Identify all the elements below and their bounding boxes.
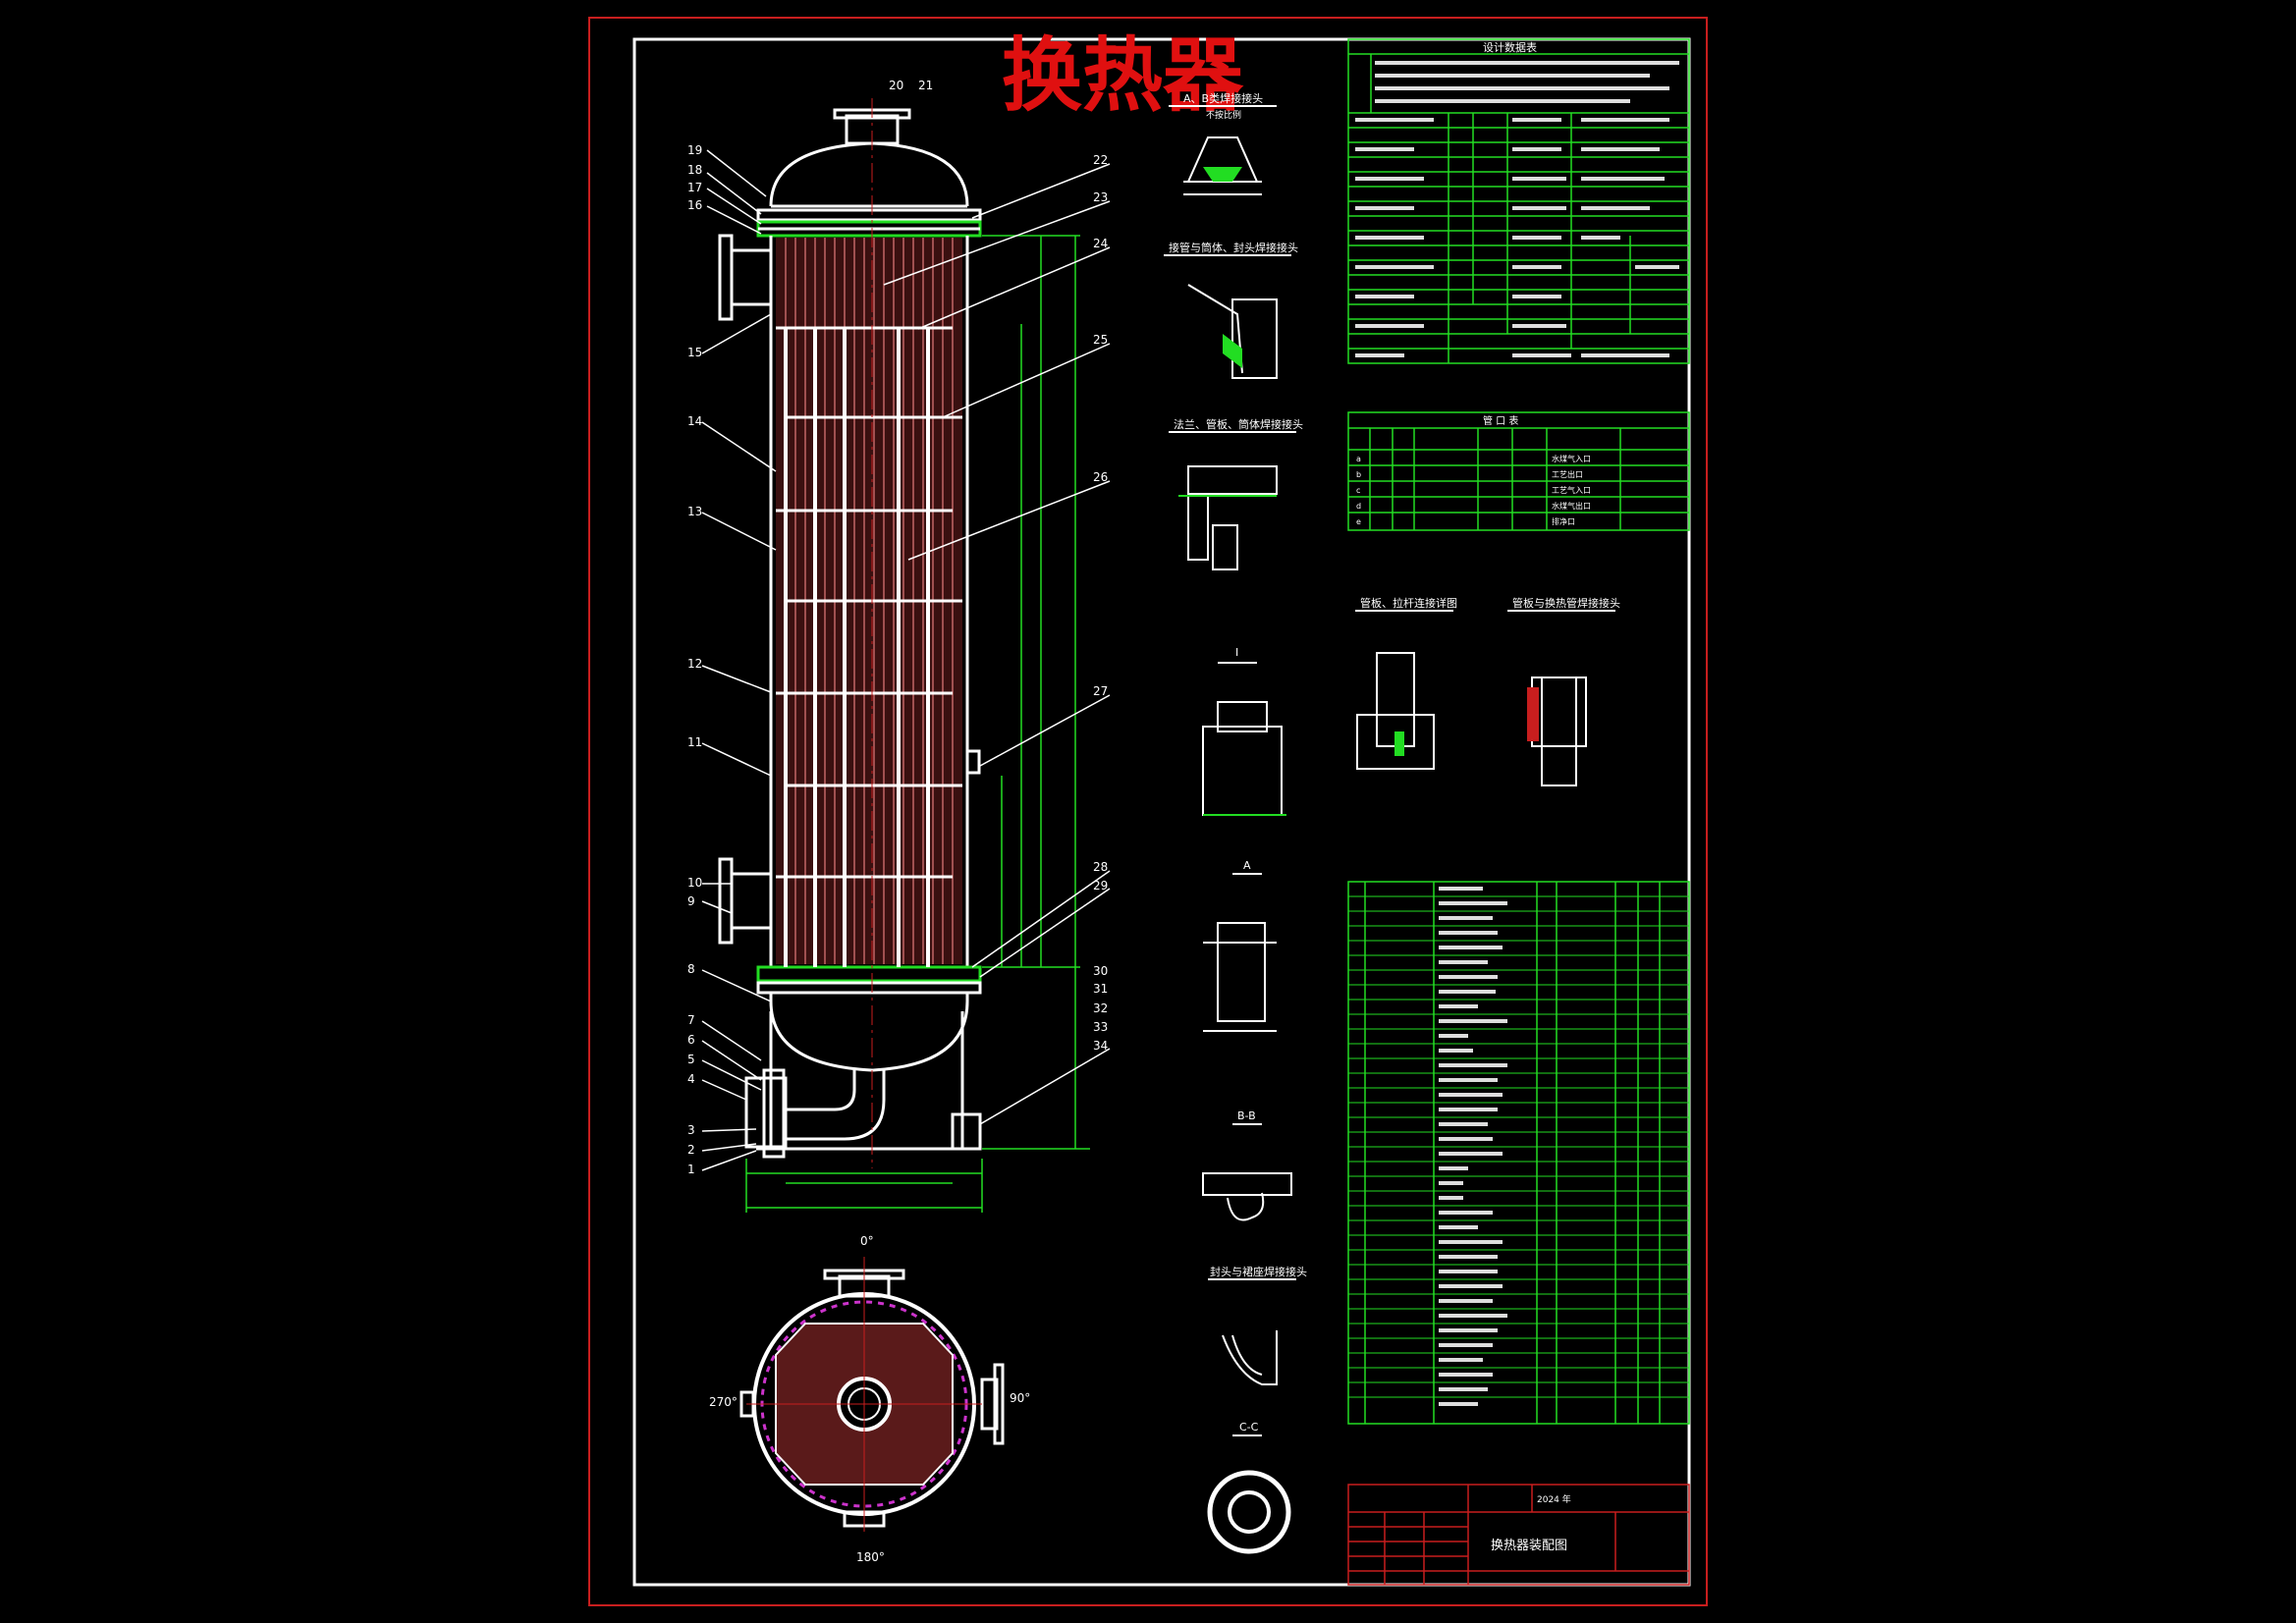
item-16: 16 — [687, 198, 702, 212]
item-3: 3 — [687, 1123, 695, 1137]
design-table-header: 设计数据表 — [1483, 40, 1537, 54]
label-section-a: A — [1243, 859, 1251, 872]
item-2: 2 — [687, 1143, 695, 1157]
item-19: 19 — [687, 143, 702, 157]
item-numbers-left: 19 18 17 16 15 14 13 12 11 10 9 8 7 6 5 … — [687, 143, 702, 1176]
nozzle-service: 水煤气出口 — [1552, 501, 1591, 511]
parts-list — [1347, 881, 1690, 1425]
item-30: 30 — [1093, 964, 1108, 978]
item-15: 15 — [687, 346, 702, 359]
item-20: 20 — [889, 79, 903, 92]
design-table-text — [1355, 61, 1679, 357]
drawing-title: 换热器 — [1002, 28, 1244, 123]
item-18: 18 — [687, 163, 702, 177]
leader-lines — [701, 149, 1111, 1171]
plan-view: 0° 270° 90° 180° — [709, 1234, 1030, 1564]
label-flange: 法兰、管板、筒体焊接接头 — [1174, 417, 1303, 431]
item-14: 14 — [687, 414, 702, 428]
nozzle-symbol: a — [1356, 455, 1361, 463]
nozzle-service: 水煤气入口 — [1552, 454, 1591, 463]
angle-180: 180° — [856, 1550, 885, 1564]
nozzle-service: 排净口 — [1552, 516, 1575, 526]
nozzle-symbol: b — [1356, 470, 1361, 479]
item-8: 8 — [687, 962, 695, 976]
item-21: 21 — [918, 79, 933, 92]
item-numbers-right: 20 21 22 23 24 25 26 27 28 29 30 31 32 3… — [889, 79, 1108, 1053]
item-6: 6 — [687, 1033, 695, 1047]
vessel-elevation — [718, 108, 982, 1159]
label-tube-plate-rod: 管板、拉杆连接详图 — [1360, 596, 1457, 610]
drawing-frame — [632, 37, 1691, 1587]
label-not-to-scale-1: 不按比例 — [1206, 109, 1241, 121]
item-22: 22 — [1093, 153, 1108, 167]
label-head-weld: 封头与裙座焊接接头 — [1210, 1265, 1307, 1278]
nozzle-table — [1347, 411, 1690, 531]
item-28: 28 — [1093, 860, 1108, 874]
label-section-i: I — [1235, 646, 1238, 659]
item-12: 12 — [687, 657, 702, 671]
item-26: 26 — [1093, 470, 1108, 484]
design-data-table — [1347, 38, 1690, 364]
nozzle-service: 工艺出口 — [1552, 469, 1583, 479]
item-25: 25 — [1093, 333, 1108, 347]
dimension-lines — [745, 235, 1090, 1213]
item-5: 5 — [687, 1053, 695, 1066]
parts-list-text — [1439, 887, 1507, 1406]
label-section-cc: C-C — [1239, 1421, 1259, 1434]
item-9: 9 — [687, 894, 695, 908]
nozzle-symbol: d — [1356, 502, 1361, 511]
title-block-year: 2024 年 — [1537, 1493, 1571, 1505]
item-11: 11 — [687, 735, 702, 749]
angle-270: 270° — [709, 1395, 738, 1409]
nozzle-service: 工艺气入口 — [1552, 485, 1591, 495]
item-1: 1 — [687, 1163, 695, 1176]
angle-0: 0° — [860, 1234, 874, 1248]
item-24: 24 — [1093, 237, 1108, 250]
item-34: 34 — [1093, 1039, 1108, 1053]
detail-views — [1164, 105, 1615, 1554]
sheet-border — [588, 17, 1708, 1606]
nozzle-table-header: 管 口 表 — [1483, 414, 1518, 427]
item-29: 29 — [1093, 879, 1108, 893]
item-23: 23 — [1093, 190, 1108, 204]
item-7: 7 — [687, 1013, 695, 1027]
item-17: 17 — [687, 181, 702, 194]
title-block-drawing-name: 换热器装配图 — [1491, 1539, 1567, 1553]
item-33: 33 — [1093, 1020, 1108, 1034]
title-block — [1347, 1484, 1690, 1586]
item-32: 32 — [1093, 1001, 1108, 1015]
label-section-bb: B-B — [1237, 1109, 1256, 1122]
parts-list-rows — [1348, 895, 1689, 1398]
item-13: 13 — [687, 505, 702, 518]
item-27: 27 — [1093, 684, 1108, 698]
nozzle-table-rows: a 水煤气入口 b 工艺出口 c 工艺气入口 d 水煤气出口 e 排净口 — [1356, 454, 1591, 526]
label-tube-plate-tube: 管板与换热管焊接接头 — [1512, 596, 1620, 610]
detail-labels: A、B类焊接接头 不按比例 接管与筒体、封头焊接接头 法兰、管板、筒体焊接接头 … — [1169, 91, 1620, 1434]
item-4: 4 — [687, 1072, 695, 1086]
label-weld-ab: A、B类焊接接头 — [1183, 91, 1263, 105]
item-10: 10 — [687, 876, 702, 890]
tube-bundle — [776, 98, 962, 1168]
label-tube-shell: 接管与筒体、封头焊接接头 — [1169, 241, 1298, 254]
nozzle-symbol: c — [1356, 486, 1360, 495]
nozzle-symbol: e — [1356, 517, 1361, 526]
angle-90: 90° — [1010, 1391, 1030, 1405]
item-31: 31 — [1093, 982, 1108, 996]
